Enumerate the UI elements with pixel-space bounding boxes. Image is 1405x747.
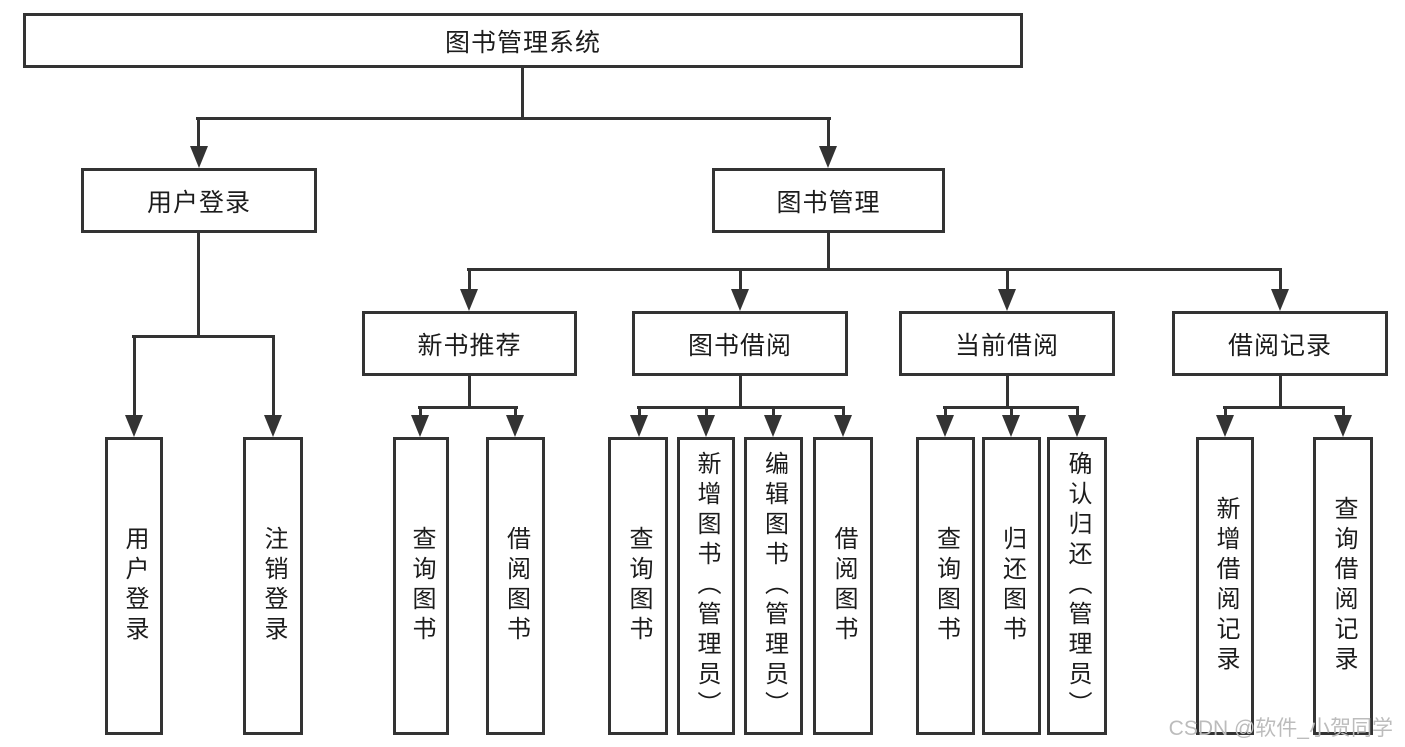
csdn-watermark: CSDN @软件_小贺同学	[1168, 717, 1393, 740]
leaf-label: 注销登录	[260, 526, 287, 646]
node-current-borrowing: 当前借阅	[899, 311, 1115, 376]
v-line	[521, 66, 524, 120]
v-line	[133, 335, 136, 419]
arrow-down-icon	[764, 415, 782, 437]
node-label: 图书借阅	[687, 331, 792, 360]
node-new-book-recommend: 新书推荐	[362, 311, 577, 376]
leaf-label: 查询借阅记录	[1330, 496, 1357, 676]
leaf-label: 借阅图书	[502, 526, 530, 646]
arrow-down-icon	[1002, 415, 1020, 437]
v-line	[638, 406, 641, 419]
arrow-down-icon	[834, 415, 852, 437]
leaf-add-borrow-record: 新增借阅记录	[1196, 437, 1254, 735]
arrow-down-icon	[1334, 415, 1352, 437]
v-line	[197, 231, 200, 338]
arrow-down-icon	[506, 415, 524, 437]
leaf-label: 查询图书	[932, 526, 960, 646]
v-line	[1010, 406, 1013, 419]
arrow-down-icon	[1271, 289, 1289, 311]
leaf-return-books: 归还图书	[982, 437, 1041, 735]
arrow-down-icon	[936, 415, 954, 437]
node-label: 图书管理	[776, 188, 881, 217]
v-line	[827, 231, 830, 271]
h-line	[467, 268, 1282, 271]
node-label: 新书推荐	[417, 331, 522, 360]
v-line	[739, 374, 742, 409]
h-line	[196, 117, 831, 120]
leaf-query-books-current: 查询图书	[916, 437, 975, 735]
v-line	[1342, 406, 1345, 419]
h-line	[1223, 406, 1345, 409]
leaf-query-books-recommend: 查询图书	[393, 437, 449, 735]
leaf-edit-books-admin: 编辑图书（管理员）	[744, 437, 803, 735]
node-book-management-branch: 图书管理	[712, 168, 945, 233]
v-line	[272, 335, 275, 419]
v-line	[739, 268, 742, 293]
arrow-down-icon	[998, 289, 1016, 311]
h-line	[132, 335, 275, 338]
node-root: 图书管理系统	[23, 13, 1023, 68]
leaf-label: 确认归还（管理员）	[1064, 451, 1091, 721]
node-borrow-records: 借阅记录	[1172, 311, 1388, 376]
v-line	[1076, 406, 1079, 419]
leaf-label: 新增借阅记录	[1212, 496, 1239, 676]
node-book-borrowing: 图书借阅	[632, 311, 848, 376]
v-line	[468, 268, 471, 293]
v-line	[419, 406, 422, 419]
leaf-borrow-books-recommend: 借阅图书	[486, 437, 545, 735]
h-line	[418, 406, 518, 409]
v-line	[772, 406, 775, 419]
leaf-query-borrow-record: 查询借阅记录	[1313, 437, 1373, 735]
arrow-down-icon	[819, 146, 837, 168]
leaf-label: 新增图书（管理员）	[693, 451, 720, 721]
v-line	[842, 406, 845, 419]
node-root-label: 图书管理系统	[444, 28, 601, 57]
leaf-label: 编辑图书（管理员）	[760, 451, 788, 721]
leaf-label: 查询图书	[625, 526, 652, 646]
v-line	[1279, 374, 1282, 409]
arrow-down-icon	[411, 415, 429, 437]
arrow-down-icon	[1068, 415, 1086, 437]
leaf-label: 借阅图书	[830, 526, 857, 646]
leaf-query-books-borrowing: 查询图书	[608, 437, 668, 735]
leaf-label: 归还图书	[998, 526, 1026, 646]
v-line	[827, 117, 830, 150]
node-label: 用户登录	[146, 188, 251, 217]
v-line	[705, 406, 708, 419]
node-label: 借阅记录	[1227, 331, 1332, 360]
leaf-logout: 注销登录	[243, 437, 303, 735]
leaf-add-books-admin: 新增图书（管理员）	[677, 437, 735, 735]
v-line	[1006, 374, 1009, 409]
arrow-down-icon	[731, 289, 749, 311]
arrow-down-icon	[460, 289, 478, 311]
v-line	[468, 374, 471, 409]
arrow-down-icon	[264, 415, 282, 437]
node-user-login-branch: 用户登录	[81, 168, 317, 233]
arrow-down-icon	[1216, 415, 1234, 437]
v-line	[514, 406, 517, 419]
leaf-label: 用户登录	[121, 526, 148, 646]
leaf-user-login: 用户登录	[105, 437, 163, 735]
node-label: 当前借阅	[954, 331, 1059, 360]
leaf-confirm-return-admin: 确认归还（管理员）	[1047, 437, 1107, 735]
leaf-label: 查询图书	[408, 526, 435, 646]
arrow-down-icon	[190, 146, 208, 168]
v-line	[197, 117, 200, 150]
arrow-down-icon	[697, 415, 715, 437]
v-line	[1006, 268, 1009, 293]
arrow-down-icon	[630, 415, 648, 437]
v-line	[1279, 268, 1282, 293]
h-line	[637, 406, 845, 409]
leaf-borrow-books: 借阅图书	[813, 437, 873, 735]
arrow-down-icon	[125, 415, 143, 437]
v-line	[1224, 406, 1227, 419]
v-line	[944, 406, 947, 419]
